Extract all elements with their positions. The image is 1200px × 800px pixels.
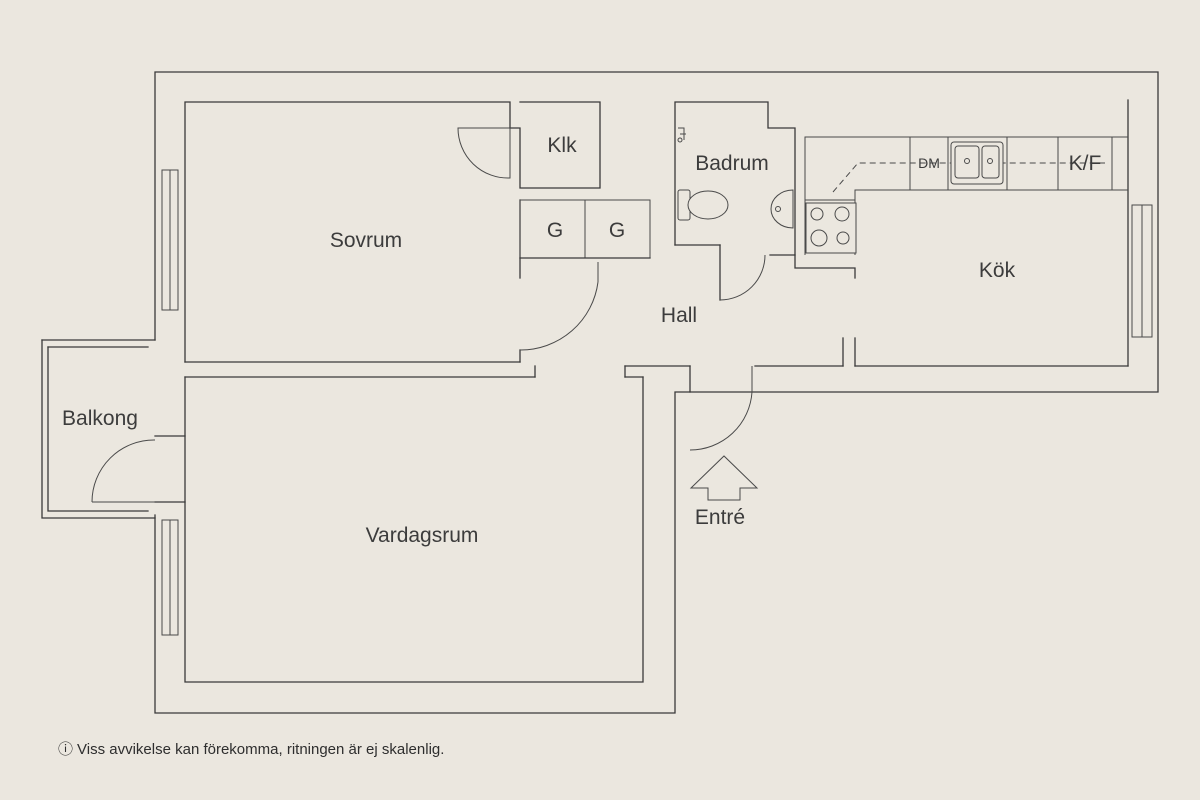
- outer-walls: [41, 71, 1159, 714]
- toilet-icon: [677, 189, 729, 221]
- closet-label-g1: G: [547, 219, 563, 242]
- info-icon: ⓘ: [58, 741, 74, 758]
- room-label-hall: Hall: [661, 304, 697, 327]
- room-label-klk: Klk: [547, 134, 577, 157]
- room-label-sovrum: Sovrum: [330, 229, 402, 252]
- sink-icon: [950, 141, 1004, 185]
- doors: [91, 127, 766, 503]
- windows: [161, 169, 1153, 636]
- room-label-vardagsrum: Vardagsrum: [366, 524, 479, 547]
- kitchen-fixtures: [804, 136, 1128, 255]
- entrance-arrow-icon: [689, 455, 759, 501]
- room-label-badrum: Badrum: [695, 152, 769, 175]
- room-label-balkong: Balkong: [62, 407, 138, 430]
- shower-icon: [677, 127, 686, 143]
- appliance-label-dm: DM: [918, 155, 940, 171]
- disclaimer-text: Viss avvikelse kan förekomma, ritningen …: [77, 741, 445, 758]
- closet-label-g2: G: [609, 219, 625, 242]
- stove-icon: [805, 202, 857, 254]
- bathroom-fixtures: [677, 127, 794, 229]
- room-label-kok: Kök: [979, 259, 1016, 282]
- inner-walls: [154, 99, 1129, 683]
- appliance-label-kf: K/F: [1069, 152, 1102, 175]
- washbasin-icon: [770, 189, 794, 229]
- entrance-label: Entré: [695, 506, 745, 529]
